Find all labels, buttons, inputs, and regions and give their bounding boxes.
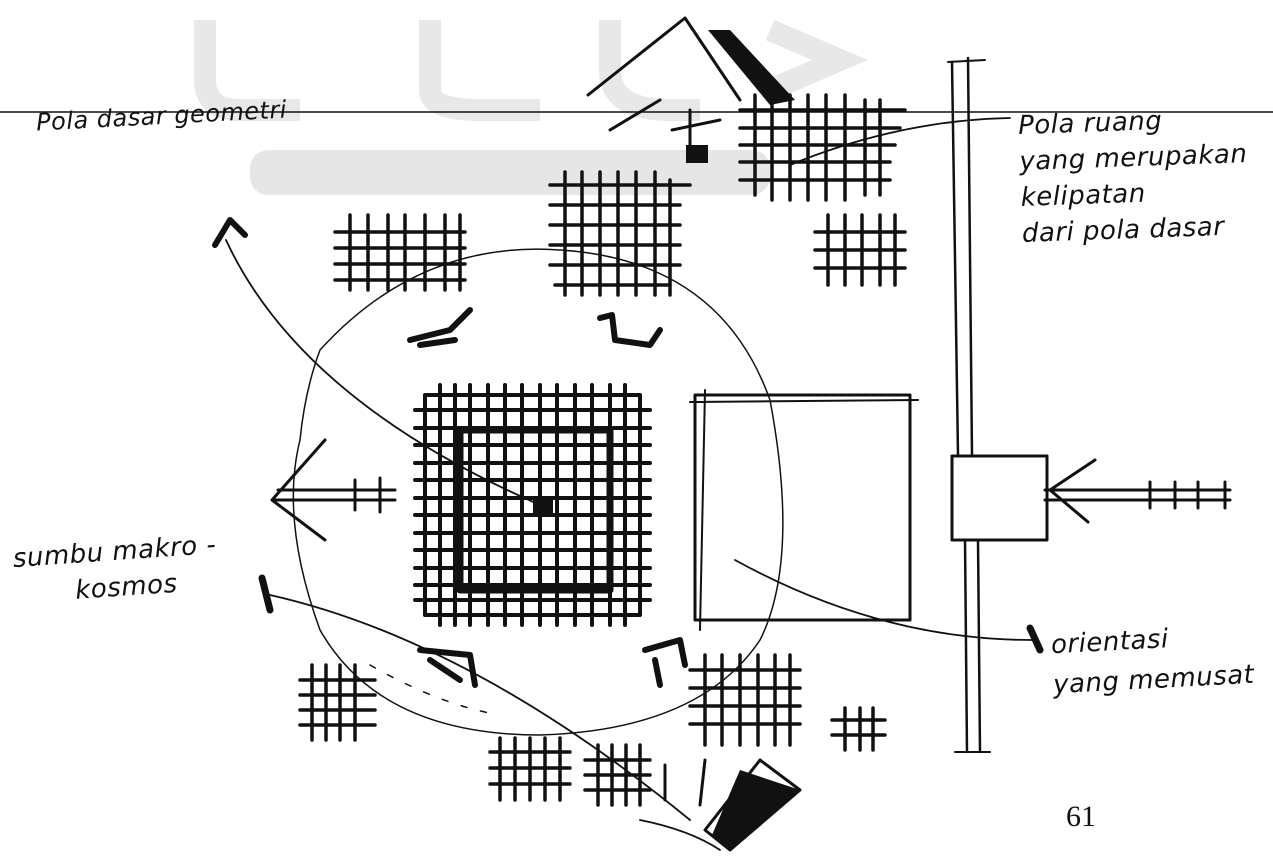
entry-arrow-right (1043, 458, 1232, 524)
page-number: 61 (1066, 800, 1096, 833)
grid-block-r (813, 213, 907, 287)
central-grid (413, 383, 652, 627)
grid-block-bc2 (583, 743, 652, 807)
leader-line-orientasi (734, 559, 1033, 641)
grid-block-bl (298, 663, 377, 742)
leader-line-ruang (789, 117, 1011, 166)
road-upper (950, 56, 974, 457)
label-orientasi-memusat: orientasi yang memusat (1050, 615, 1255, 705)
open-court (693, 393, 912, 622)
house-top (586, 16, 742, 162)
leader-line-sumbu (269, 594, 691, 821)
leader-line-geometri (225, 239, 541, 506)
label-pola-ruang: Pola ruang yang merupakan kelipatan dari… (1018, 100, 1251, 252)
road-lower (963, 538, 982, 754)
grid-block-bc3 (688, 653, 802, 747)
grid-block-bc1 (488, 736, 572, 802)
grid-block-tl (333, 213, 467, 292)
grid-block-tr (738, 93, 907, 202)
macro-cosmos-circle (292, 248, 784, 736)
grid-block-br (830, 706, 887, 752)
gate-square (950, 454, 1049, 542)
label-sumbu-makrokosmos: sumbu makro - kosmos (12, 527, 220, 613)
entry-arrow-left (270, 438, 397, 542)
grid-block-tc (548, 170, 692, 297)
